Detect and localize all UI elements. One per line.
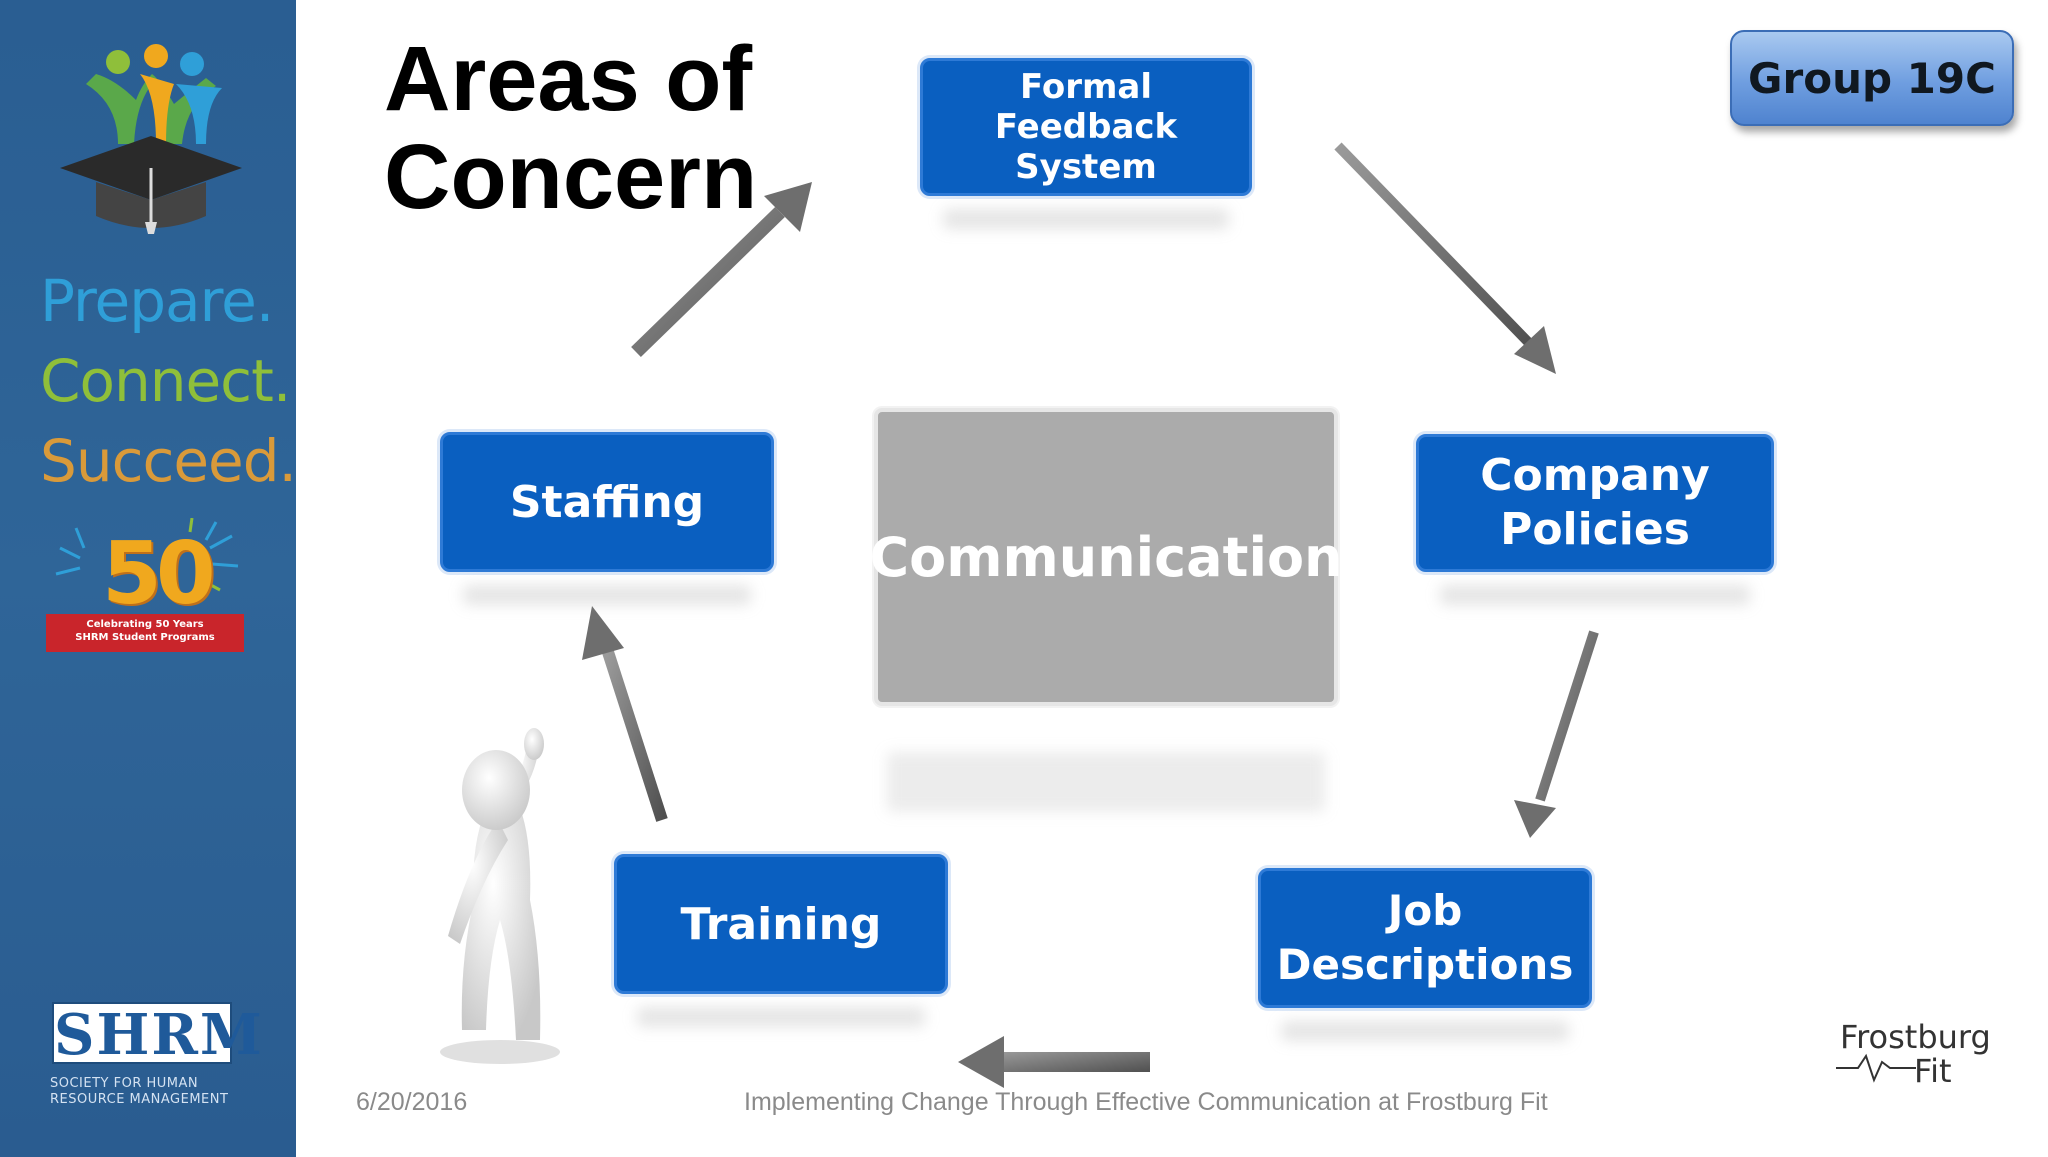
shrm-subtitle-line-2: RESOURCE MANAGEMENT	[50, 1092, 229, 1107]
tagline-succeed: Succeed.	[40, 427, 297, 495]
tagline-connect: Connect.	[40, 347, 291, 415]
node-company-policies: Company Policies	[1416, 434, 1774, 572]
pointing-figure-icon	[440, 728, 560, 1064]
frostburg-fit-logo: Frostburg Fit	[1836, 1018, 1996, 1092]
center-communication: Communication	[870, 408, 1343, 706]
anniversary-badge: 50 Celebrating 50 Years SHRM Student Pro…	[40, 518, 250, 668]
heartbeat-icon	[1836, 1053, 1916, 1083]
anniversary-ribbon: Celebrating 50 Years SHRM Student Progra…	[46, 614, 244, 652]
ribbon-line-1: Celebrating 50 Years	[86, 619, 204, 630]
footer-date: 6/20/2016	[356, 1088, 468, 1116]
shrm-logo: SHRM	[52, 1002, 264, 1068]
shrm-subtitle: SOCIETY FOR HUMAN RESOURCE MANAGEMENT	[50, 1076, 240, 1108]
node-job-descriptions: Job Descriptions	[1258, 868, 1592, 1008]
node-staffing: Staffing	[440, 432, 774, 572]
shrm-subtitle-line-1: SOCIETY FOR HUMAN	[50, 1076, 199, 1091]
anniversary-number: 50	[102, 524, 216, 624]
group-badge: Group 19C	[1730, 30, 2014, 126]
tagline-prepare: Prepare.	[40, 267, 274, 335]
title-line-1: Areas of	[384, 28, 753, 130]
brand-line-2: Fit	[1914, 1052, 1952, 1090]
sidebar: Prepare. Connect. Succeed. 50 Celebratin…	[0, 0, 297, 1157]
footer-caption: Implementing Change Through Effective Co…	[744, 1088, 1548, 1116]
node-training: Training	[614, 854, 948, 994]
page-title: Areas of Concern	[384, 30, 757, 226]
title-line-2: Concern	[384, 126, 758, 228]
ribbon-line-2: SHRM Student Programs	[75, 632, 215, 643]
arrow-training-to-staffing	[582, 606, 668, 822]
arrow-jobs-to-training	[958, 1036, 1150, 1088]
arrow-policies-to-jobs	[1514, 630, 1599, 838]
node-formal-feedback: Formal Feedback System	[920, 58, 1252, 196]
fireworks-icon	[55, 518, 239, 592]
graduation-people-icon	[60, 44, 242, 234]
arrow-feedback-to-policies	[1334, 142, 1556, 374]
brand-line-1: Frostburg	[1840, 1018, 1991, 1056]
